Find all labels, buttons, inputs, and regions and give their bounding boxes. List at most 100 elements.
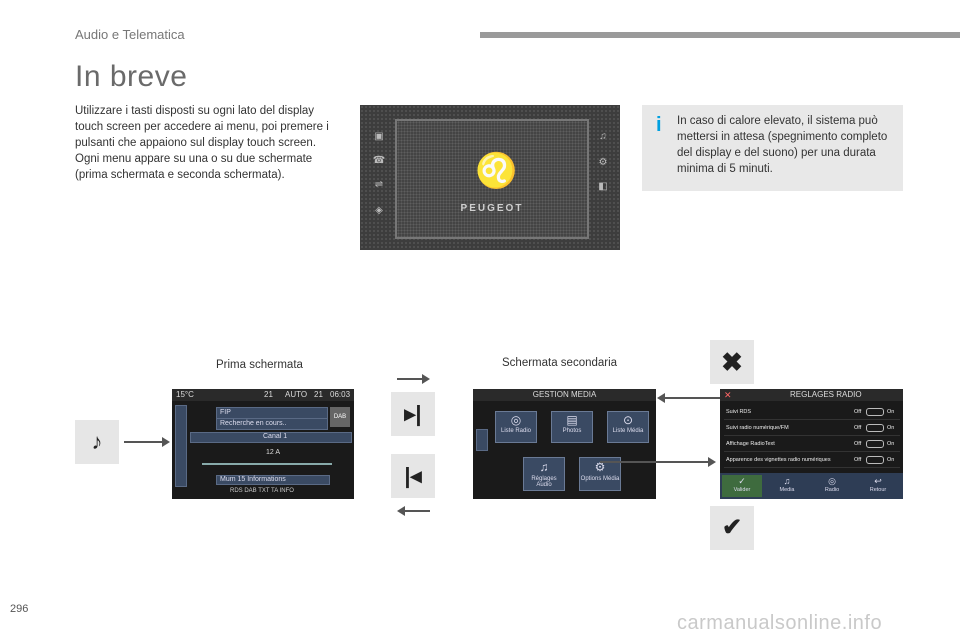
channel-name: Canal 1 bbox=[263, 433, 288, 440]
setting-row[interactable]: Suivi RDS Off On bbox=[724, 406, 900, 420]
page-number: 296 bbox=[10, 603, 29, 615]
settings-tabbar: ✓Valider ♫Media ◎Radio ↩Retour bbox=[720, 473, 903, 499]
info-row: Mum 15 Informations bbox=[216, 475, 330, 485]
on-label: On bbox=[887, 441, 895, 447]
cancel-button[interactable]: ✖ bbox=[710, 340, 754, 384]
info-text: In caso di calore elevato, il sistema pu… bbox=[677, 115, 888, 175]
next-screen-icon: ▸| bbox=[404, 401, 422, 426]
arrow-head bbox=[162, 437, 170, 447]
apps-icon: ⚙ bbox=[598, 157, 608, 168]
right-temp: 21 bbox=[314, 390, 323, 399]
left-arrow-head bbox=[397, 506, 405, 516]
frequency: 12 A bbox=[266, 449, 281, 456]
previous-screen-button[interactable]: |◂ bbox=[391, 454, 435, 498]
media-screen: GESTION MEDIA ◎Liste Radio ▤Photos ⊙List… bbox=[473, 389, 656, 499]
check-icon: ✔ bbox=[721, 514, 743, 541]
section-title: Audio e Telematica bbox=[75, 27, 185, 42]
tab-label: Retour bbox=[869, 487, 887, 493]
intro-paragraph-1: Utilizzare i tasti disposti su ogni lato… bbox=[75, 105, 329, 149]
tab-media[interactable]: ♫Media bbox=[779, 476, 795, 493]
tab-label: Radio bbox=[824, 487, 840, 493]
tile-label: Réglages Audio bbox=[531, 476, 557, 488]
confirm-button[interactable]: ✔ bbox=[710, 506, 754, 550]
channel-row[interactable]: Canal 1 bbox=[190, 432, 352, 443]
tab-label: Valider bbox=[733, 487, 751, 493]
info-text-radio: Mum 15 Informations bbox=[220, 476, 286, 483]
status-bar: 15°C 21 AUTO 21 06:03 bbox=[172, 389, 354, 401]
intro-text: Utilizzare i tasti disposti su ogni lato… bbox=[75, 103, 345, 183]
header-bar bbox=[480, 32, 960, 38]
next-screen-button[interactable]: ▸| bbox=[391, 392, 435, 436]
on-label: On bbox=[887, 425, 895, 431]
tab-back[interactable]: ↩Retour bbox=[869, 476, 887, 493]
page-title: In breve bbox=[75, 60, 188, 93]
setting-row[interactable]: Apparence des vignettes radio numériques… bbox=[724, 454, 900, 468]
on-label: On bbox=[887, 457, 895, 463]
car-icon: ⇌ bbox=[374, 179, 384, 190]
radio-settings-screen: ✕ REGLAGES RADIO Suivi RDS Off On Suivi … bbox=[720, 389, 903, 499]
brand-text: PEUGEOT bbox=[460, 203, 524, 214]
tab-validate[interactable]: ✓Valider bbox=[722, 475, 762, 497]
media-side-tab[interactable] bbox=[476, 429, 488, 451]
radio-icon: ♫ bbox=[599, 131, 607, 142]
toggle-switch[interactable] bbox=[866, 424, 884, 432]
toggle-switch[interactable] bbox=[866, 440, 884, 448]
dab-button[interactable]: DAB bbox=[330, 407, 350, 427]
off-label: Off bbox=[854, 441, 862, 447]
splash-frame: ♌ PEUGEOT bbox=[395, 119, 589, 239]
info-box: i In caso di calore elevato, il sistema … bbox=[642, 105, 903, 191]
setting-label: Suivi RDS bbox=[726, 409, 752, 415]
media-tile-photos[interactable]: ▤Photos bbox=[551, 411, 593, 443]
side-tab[interactable] bbox=[175, 405, 187, 487]
tab-radio[interactable]: ◎Radio bbox=[824, 476, 840, 493]
on-label: On bbox=[887, 409, 895, 415]
navigation-icon: ◈ bbox=[375, 205, 383, 216]
cancel-arrow-line bbox=[664, 397, 720, 399]
intro-paragraph-2: Ogni menu appare su una o su due scherma… bbox=[75, 153, 313, 181]
right-arrow-head bbox=[422, 374, 430, 384]
settings-icon: ◧ bbox=[598, 181, 608, 192]
info-icon: i bbox=[656, 114, 662, 136]
toggle-switch[interactable] bbox=[866, 408, 884, 416]
media-tile-media-list[interactable]: ⊙Liste Média bbox=[607, 411, 649, 443]
setting-row[interactable]: Affichage RadioText Off On bbox=[724, 438, 900, 452]
cancel-arrow-head bbox=[657, 393, 665, 403]
search-row: Recherche en cours.. bbox=[216, 418, 328, 430]
secondary-screen-label: Schermata secondaria bbox=[502, 357, 618, 369]
tile-label: Liste Média bbox=[612, 428, 644, 434]
music-note-icon: ♪ bbox=[91, 429, 103, 454]
tile-label: Liste Radio bbox=[500, 428, 532, 434]
tab-label: Media bbox=[779, 487, 795, 493]
close-small-icon[interactable]: ✕ bbox=[724, 390, 732, 400]
left-temp: 21 bbox=[264, 390, 273, 399]
climate-icon: ▣ bbox=[374, 131, 384, 142]
setting-label: Suivi radio numérique/FM bbox=[726, 425, 789, 431]
temperature: 15°C bbox=[176, 390, 194, 399]
off-label: Off bbox=[854, 457, 862, 463]
radio-screen: 15°C 21 AUTO 21 06:03 FIP Recherche en c… bbox=[172, 389, 354, 499]
previous-screen-icon: |◂ bbox=[404, 463, 422, 488]
toggle-switch[interactable] bbox=[866, 456, 884, 464]
climate-mode: AUTO bbox=[285, 390, 308, 399]
settings-title: REGLAGES RADIO bbox=[790, 390, 862, 399]
bottom-bar[interactable]: RDS DAB TXT TA INFO bbox=[230, 488, 294, 494]
watermark: carmanualsonline.info bbox=[677, 612, 883, 634]
confirm-arrow-head bbox=[708, 457, 716, 467]
source-name: FIP bbox=[220, 409, 231, 416]
tuning-slider[interactable] bbox=[202, 463, 332, 465]
settings-header: ✕ REGLAGES RADIO bbox=[720, 389, 903, 401]
frequency-row: 12 A bbox=[190, 447, 350, 461]
media-tile-audio-settings[interactable]: ♫Réglages Audio bbox=[523, 457, 565, 491]
setting-label: Affichage RadioText bbox=[726, 441, 775, 447]
off-label: Off bbox=[854, 409, 862, 415]
media-tile-radio-list[interactable]: ◎Liste Radio bbox=[495, 411, 537, 443]
tile-label: Photos bbox=[562, 428, 582, 434]
music-button[interactable]: ♪ bbox=[75, 420, 119, 464]
setting-row[interactable]: Suivi radio numérique/FM Off On bbox=[724, 422, 900, 436]
confirm-arrow-line bbox=[600, 461, 710, 463]
arrow-line bbox=[124, 441, 164, 443]
splash-screen-image: ▣ ☎ ⇌ ◈ ♫ ⚙ ◧ ♌ PEUGEOT bbox=[360, 105, 620, 250]
tile-label: Options Média bbox=[580, 476, 620, 482]
search-status: Recherche en cours.. bbox=[220, 420, 287, 427]
clock: 06:03 bbox=[330, 390, 351, 399]
